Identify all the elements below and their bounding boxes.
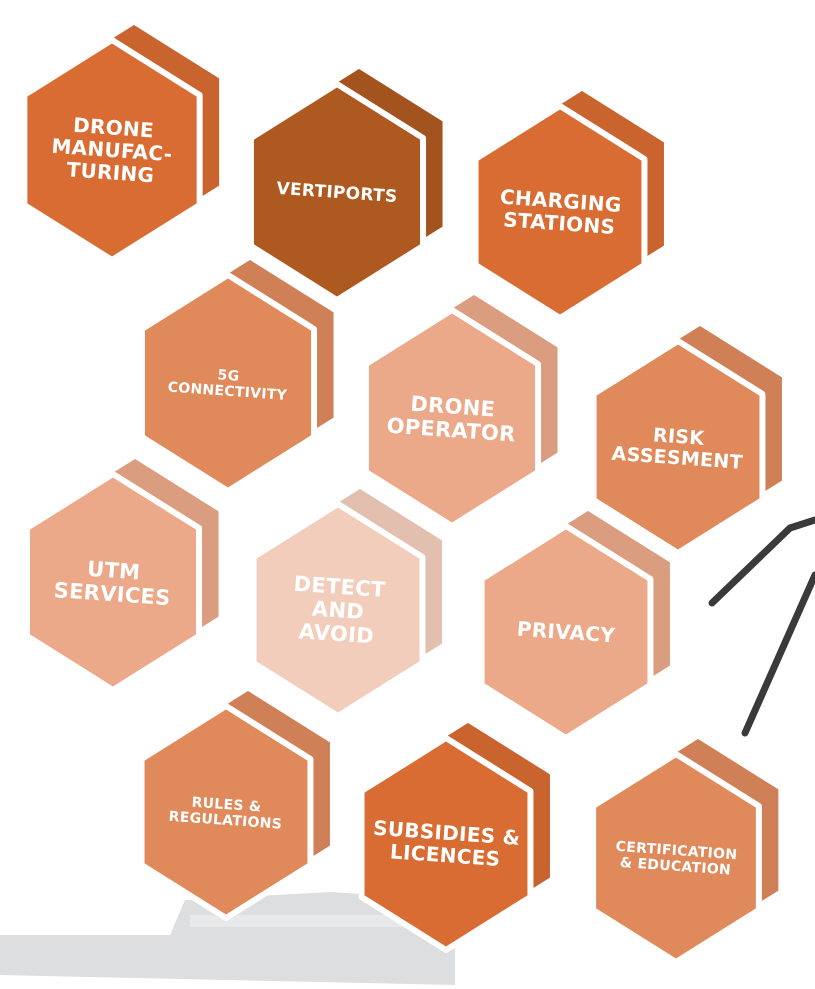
connector-line-lower <box>741 571 815 737</box>
hexagon-face <box>250 501 426 719</box>
connector-line-upper <box>708 516 815 607</box>
hexagon-face <box>358 735 534 953</box>
hexagon-face <box>362 307 542 529</box>
hexagon-utm-services: UTMSERVICES <box>23 453 224 693</box>
hexagon-face <box>478 523 654 741</box>
hexagon-label-line: & EDUCATION <box>619 855 731 879</box>
hexagon-face <box>21 37 203 263</box>
connector-lines <box>708 516 815 737</box>
hexagon-label-line: RISK <box>652 424 706 450</box>
hexagon-label: CERTIFICATION& EDUCATION <box>614 839 738 879</box>
hexagon-vertiports: VERTIPORTS <box>247 63 448 303</box>
hexagon-label: DRONEMANUFAC-TURING <box>49 111 175 188</box>
hexagon-label: DETECTANDAVOID <box>290 572 387 649</box>
hexagon-label-line: REGULATIONS <box>168 809 282 833</box>
hexagon-charging-stations: CHARGINGSTATIONS <box>472 85 669 321</box>
hexagon-label-line: UTM <box>86 557 141 585</box>
hexagon-drone-operator: DRONEOPERATOR <box>362 289 563 529</box>
hexagon-label: CHARGINGSTATIONS <box>498 185 623 240</box>
hexagon-face <box>23 471 203 693</box>
hexagon-face <box>590 751 762 965</box>
hexagon-face <box>138 703 314 921</box>
building-window-band <box>190 915 430 927</box>
hexagon-label-line: RULES & <box>191 795 262 816</box>
hexagon-label-line: 5G <box>217 367 240 384</box>
hexagon-label-line: DRONE <box>72 113 154 143</box>
hexagon-face <box>247 81 427 303</box>
building-silhouette <box>0 892 455 985</box>
hexagon-label: RULES &REGULATIONS <box>168 793 284 833</box>
hexagon-5g-connectivity: 5GCONNECTIVITY <box>138 254 339 494</box>
hexagon-privacy: PRIVACY <box>478 505 675 741</box>
hexagon-face <box>472 103 648 321</box>
hexagon-subsidies-licences: SUBSIDIES &LICENCES <box>358 717 555 953</box>
hexagon-label-line: AVOID <box>298 619 375 648</box>
hexagon-face <box>138 272 318 494</box>
hexagon-drone-manufacturing: DRONEMANUFAC-TURING <box>21 19 225 263</box>
hexagon-grid: DRONEMANUFAC-TURING VERTIPORTS CHARGINGSTA… <box>21 19 787 965</box>
hexagon-label-line: AND <box>311 597 365 625</box>
hexagon-label-line: DRONE <box>410 392 496 422</box>
hexagon-label: UTMSERVICES <box>53 555 173 611</box>
hexagon-face <box>590 338 766 556</box>
hexagon-risk-assesment: RISKASSESMENT <box>590 320 787 556</box>
hexagon-certification-education: CERTIFICATION& EDUCATION <box>590 733 784 965</box>
background-building-photo <box>0 892 455 985</box>
hexagon-rules-regulations: RULES &REGULATIONS <box>138 685 335 921</box>
hexagon-detect-and-avoid: DETECTANDAVOID <box>250 483 447 719</box>
